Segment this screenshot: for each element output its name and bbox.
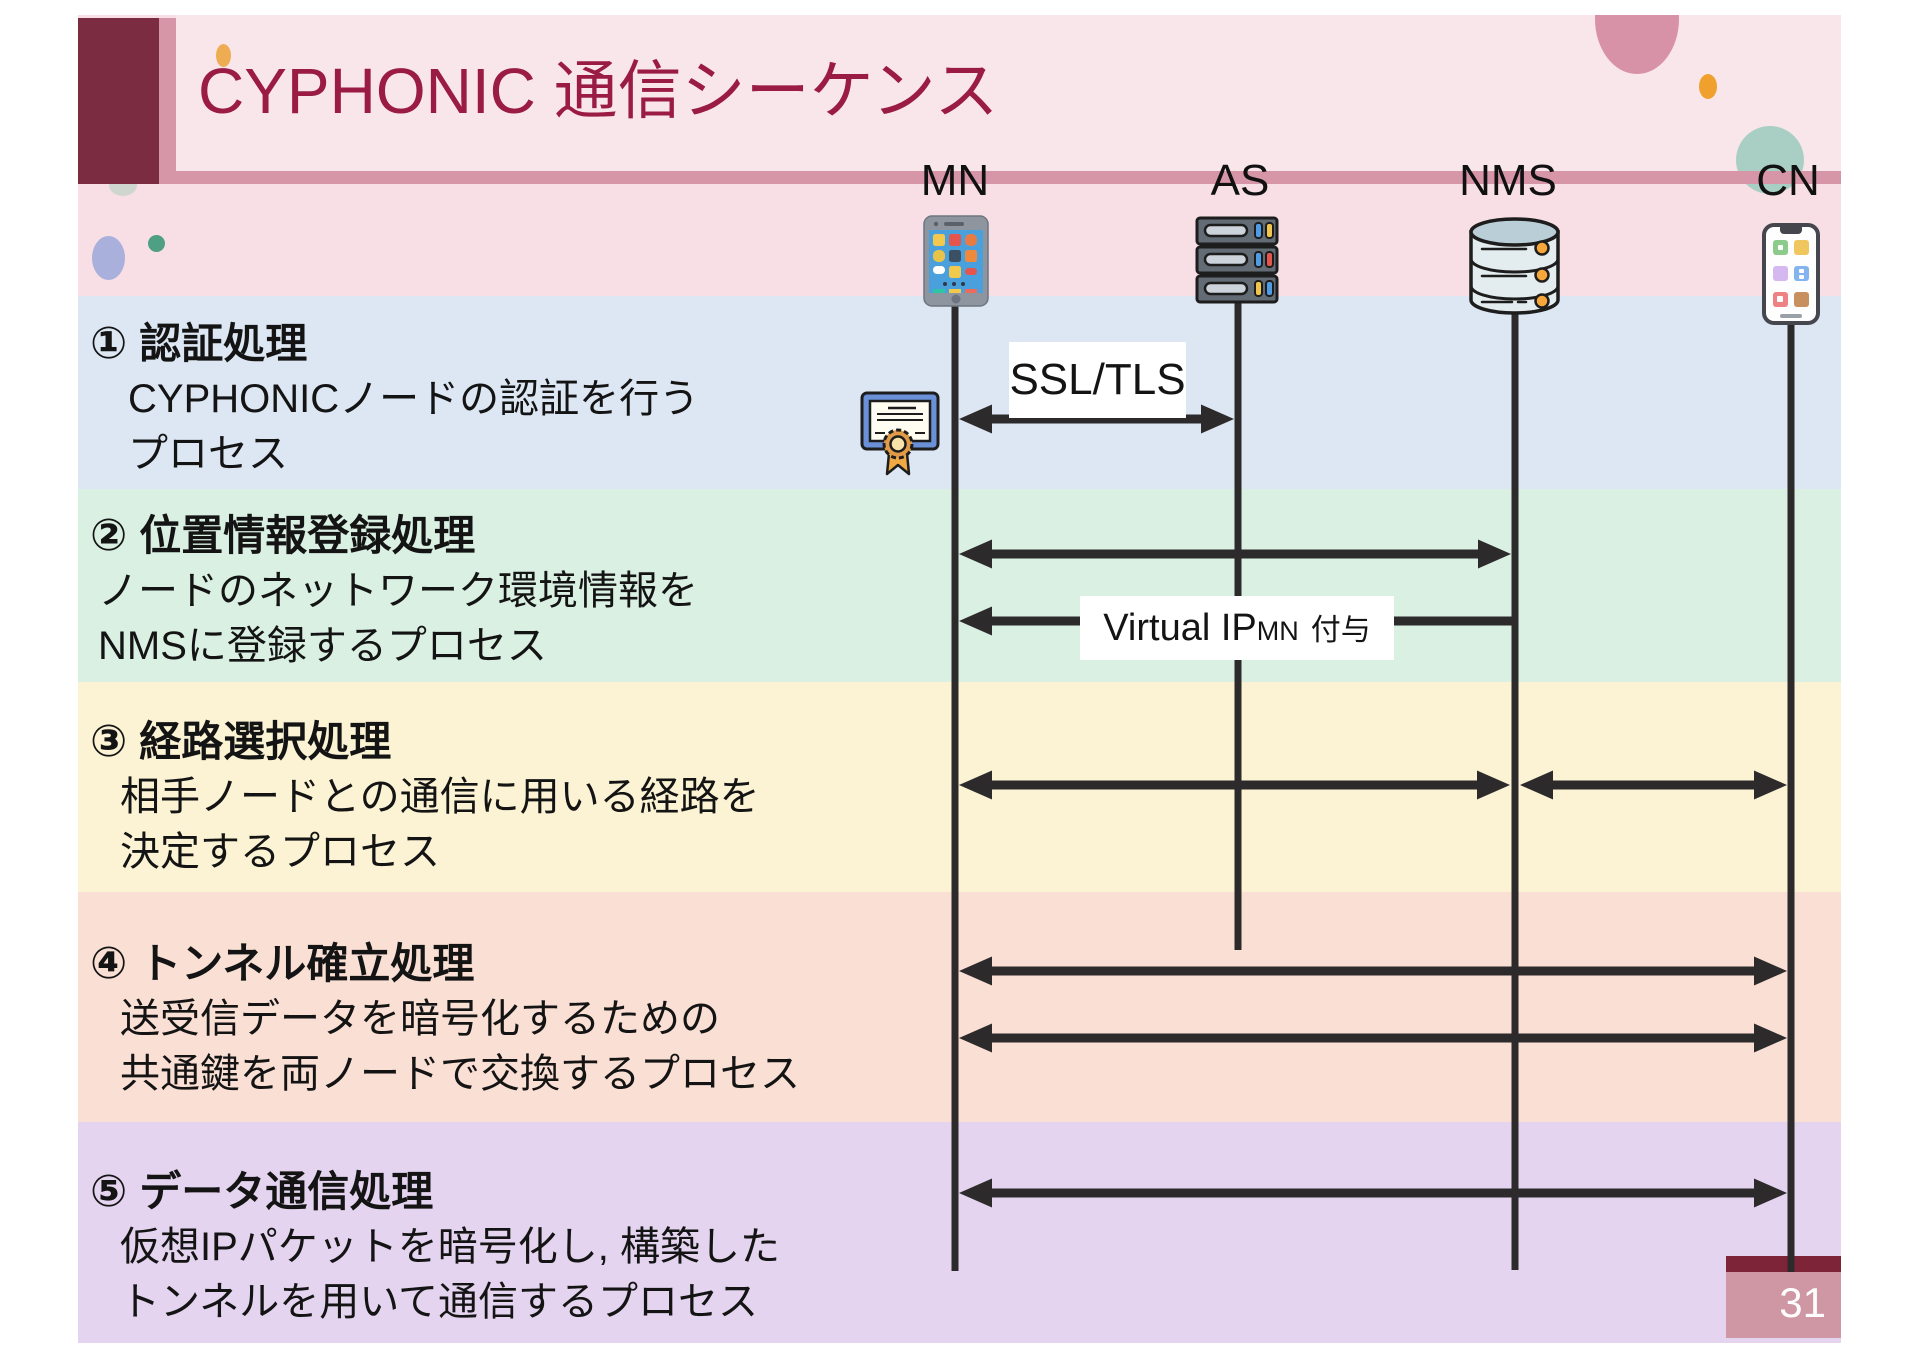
smartphone-icon [923, 215, 989, 307]
title-underline-stripe [176, 171, 1841, 184]
section-body-line: 共通鍵を両ノードで交換するプロセス [120, 1052, 800, 1097]
band-data-communication [78, 1122, 1841, 1343]
page-number-box: 31 [1726, 1256, 1841, 1338]
decorative-orange-dot [1699, 74, 1717, 99]
message-label-ssl-tls: SSL/TLS [1009, 342, 1186, 418]
node-label-mn: MN [920, 156, 990, 205]
decorative-teal-small-dot [148, 235, 165, 252]
page-number-accent-bar [1726, 1256, 1841, 1272]
node-label-nms: NMS [1459, 156, 1557, 205]
section-number: ③ [90, 717, 128, 766]
title-accent-block [78, 18, 159, 184]
band-tunnel-establishment [78, 892, 1841, 1122]
message-label-virtual-ip: Virtual IPMN 付与 [1080, 596, 1394, 660]
section-heading-text: 位置情報登録処理 [139, 512, 476, 559]
virtual-ip-subscript: MN [1256, 616, 1299, 646]
server-icon [1195, 216, 1279, 304]
section-body-line: 決定するプロセス [120, 830, 440, 875]
section-body-line: 送受信データを暗号化するための [120, 997, 720, 1042]
title-background [176, 15, 1841, 171]
band-location-registration [78, 489, 1841, 682]
section-heading-text: 経路選択処理 [139, 718, 392, 765]
section-body-line: NMSに登録するプロセス [98, 624, 547, 669]
section-body-line: CYPHONICノードの認証を行う [128, 377, 700, 422]
decorative-orange-title-dot [216, 44, 231, 67]
section-heading-text: 認証処理 [139, 320, 308, 367]
section-number: ⑤ [90, 1167, 128, 1216]
section-heading-text: トンネル確立処理 [139, 940, 475, 987]
band-authentication [78, 296, 1841, 489]
section-body-line: ノードのネットワーク環境情報を [98, 569, 698, 614]
section-body-line: プロセス [128, 432, 288, 477]
node-label-cn: CN [1756, 156, 1820, 205]
section-heading-text: データ通信処理 [139, 1168, 434, 1215]
section-number: ④ [90, 939, 128, 988]
virtual-ip-suffix: 付与 [1310, 614, 1371, 647]
section-number: ② [90, 511, 128, 560]
section-body-line: 仮想IPパケットを暗号化し, 構築した [120, 1225, 781, 1270]
virtual-ip-text: Virtual IP [1103, 607, 1257, 649]
node-label-as: AS [1210, 156, 1270, 205]
section-number: ① [90, 319, 128, 368]
page-title: CYPHONIC 通信シーケンス [198, 55, 999, 127]
page-number: 31 [1779, 1279, 1826, 1326]
decorative-purple-dot [92, 236, 125, 280]
title-vertical-stripe [159, 18, 176, 184]
section-body-line: 相手ノードとの通信に用いる経路を [120, 775, 760, 820]
section-body-line: トンネルを用いて通信するプロセス [120, 1280, 758, 1325]
